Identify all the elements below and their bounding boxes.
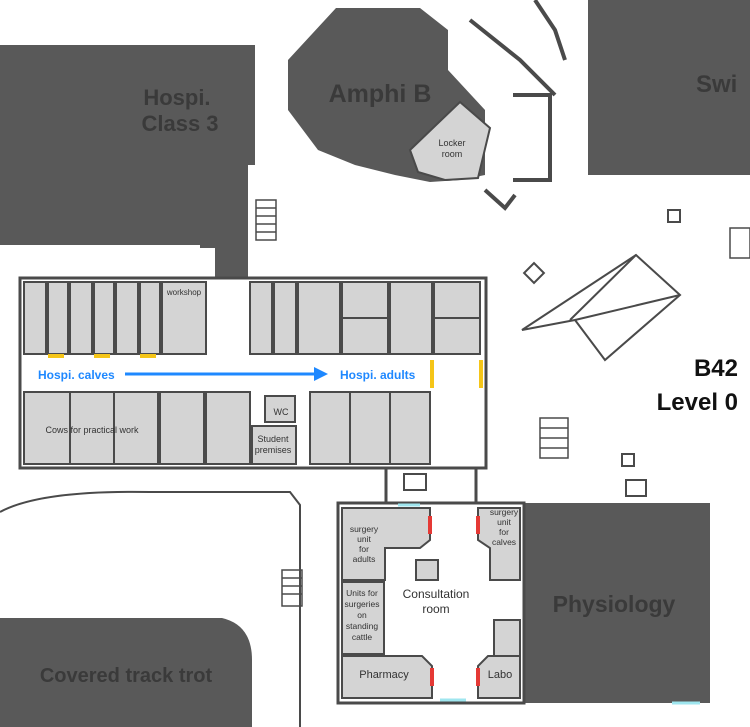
label-physiology: Physiology [553,591,676,617]
label-corridor-from: Hospi. calves [38,368,115,382]
building-covered-track [0,618,252,727]
building-code: B42 [694,355,738,382]
link-corridor [384,468,478,503]
label-swim: Swi [696,71,737,98]
clinic-block [336,501,700,705]
label-covered-track: Covered track trot [40,665,213,687]
label-cows: Cows for practical work [45,425,139,435]
label-pharmacy: Pharmacy [359,669,409,681]
label-amphi-b: Amphi B [329,80,432,108]
corridor-arrow [125,367,328,381]
building-physiology [524,503,710,703]
label-wc: WC [274,407,289,417]
walkway-structures [468,0,567,211]
label-workshop: workshop [166,288,202,297]
label-corridor-to: Hospi. adults [340,368,416,382]
label-labo: Labo [488,669,512,681]
label-hospi-class3: Hospi. Class 3 [141,85,218,136]
locker-room-block [408,100,492,182]
building-hospi-class3 [0,45,255,278]
building-level: Level 0 [657,389,738,416]
courtyard-structures [0,209,682,727]
stairs [255,199,750,607]
building-swim [588,0,750,175]
labels: Hospi. Class 3 Amphi B Swi Physiology Co… [38,71,738,687]
